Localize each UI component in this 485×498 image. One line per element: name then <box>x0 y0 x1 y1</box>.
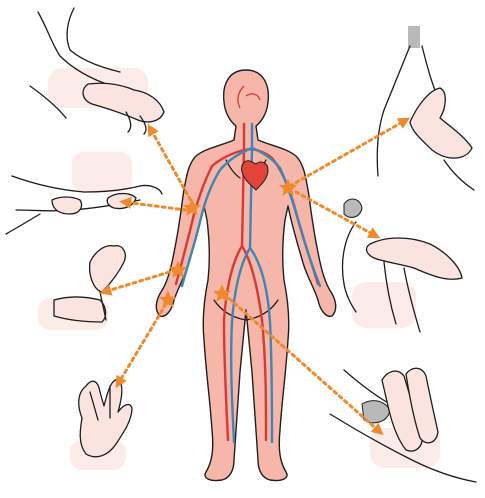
wrist-pulse-inset <box>38 246 125 330</box>
body-silhouette <box>156 70 335 481</box>
upper-arm-grip-inset <box>6 152 162 234</box>
arrow-to-forearm <box>150 128 194 206</box>
forearm-pressure-inset <box>30 8 164 134</box>
human-figure <box>156 70 335 481</box>
arrow-to-fingers <box>118 304 166 384</box>
arrow-to-upper-arm <box>124 202 186 210</box>
fingers-inset <box>70 380 132 470</box>
arrow-to-neck <box>290 120 406 186</box>
tissue-gray <box>408 26 420 48</box>
tissue-gray <box>344 199 362 217</box>
highlight-band <box>72 152 132 192</box>
thigh-pressure-inset <box>330 368 476 482</box>
neck-pressure-inset <box>377 26 474 190</box>
shoulder-pressure-inset <box>343 199 463 332</box>
highlight-band <box>352 282 416 328</box>
